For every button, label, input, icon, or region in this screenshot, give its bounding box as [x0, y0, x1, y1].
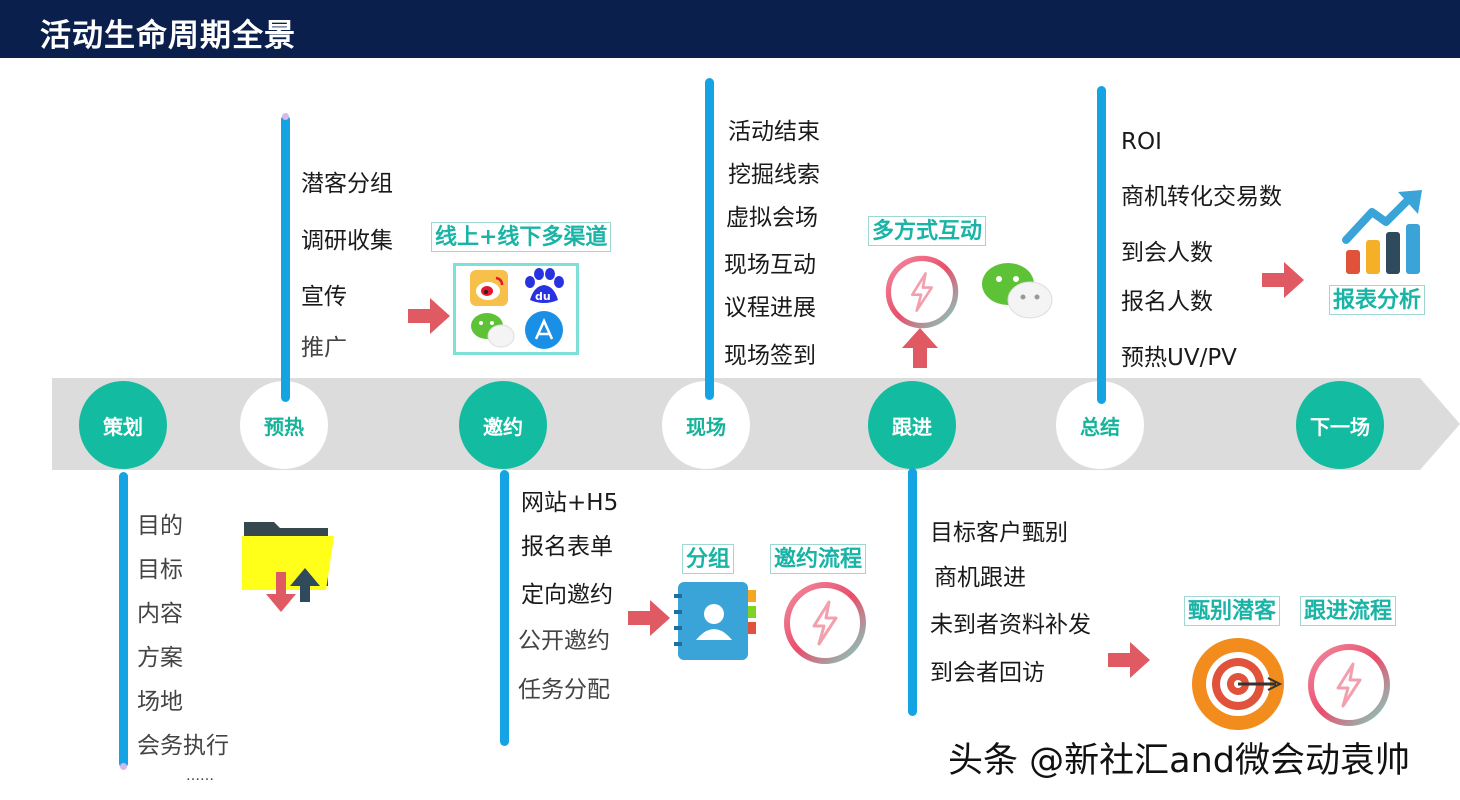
onsite-item: 虚拟会场 — [726, 205, 818, 231]
interaction-tag: 多方式互动 — [868, 216, 987, 246]
followup-item: 未到者资料补发 — [930, 612, 1091, 638]
invite-item: 报名表单 — [521, 534, 613, 560]
onsite-item: 现场互动 — [724, 252, 816, 278]
stage-planning[interactable]: 策划 — [79, 381, 167, 469]
summary-item: 到会人数 — [1121, 240, 1213, 266]
report-tag: 报表分析 — [1329, 285, 1426, 315]
followup-item: 商机跟进 — [934, 565, 1026, 591]
page-title: 活动生命周期全景 — [40, 18, 296, 54]
planning-item: …… — [186, 768, 214, 784]
arrow-right-icon — [1108, 642, 1150, 678]
group-tag: 分组 — [682, 544, 735, 574]
onsite-item: 议程进展 — [724, 295, 816, 321]
planning-item: 内容 — [137, 601, 183, 627]
warmup-item: 潜客分组 — [301, 171, 393, 197]
planning-item: 目的 — [137, 513, 183, 539]
arrow-right-icon — [408, 298, 450, 334]
watermark: 头条 @新社汇and微会动袁帅 — [948, 741, 1410, 781]
arrow-right-icon — [628, 600, 670, 636]
followup-item: 到会者回访 — [930, 660, 1045, 686]
warmup-item: 调研收集 — [301, 228, 393, 254]
invite-item: 公开邀约 — [518, 628, 610, 654]
summary-item: ROI — [1121, 129, 1162, 155]
warmup-item: 宣传 — [301, 284, 347, 310]
summary-bar — [1097, 86, 1106, 404]
planning-item: 场地 — [137, 689, 183, 715]
invite-flow-tag: 邀约流程 — [770, 544, 867, 574]
svg-text:du: du — [535, 290, 551, 303]
multichannel-tag: 线上+线下多渠道 — [431, 222, 612, 252]
lightning-icon — [1308, 644, 1390, 726]
stage-followup[interactable]: 跟进 — [868, 381, 956, 469]
app-store-icon — [525, 311, 563, 349]
followup-flow-tag: 跟进流程 — [1300, 596, 1397, 626]
followup-item: 目标客户甄别 — [930, 520, 1068, 546]
baidu-icon: du — [525, 268, 564, 303]
summary-item: 商机转化交易数 — [1121, 184, 1282, 210]
onsite-bar — [705, 78, 714, 400]
wechat-icon — [471, 313, 515, 348]
followup-bar — [908, 468, 917, 716]
stage-warmup[interactable]: 预热 — [240, 381, 328, 469]
planning-item: 会务执行 — [137, 733, 229, 759]
target-icon — [1192, 638, 1284, 730]
screen-prospects-tag: 甄别潜客 — [1184, 596, 1281, 626]
invite-bar — [500, 470, 509, 746]
bar-chart-icon — [1342, 190, 1422, 274]
onsite-item: 挖掘线索 — [728, 162, 820, 188]
arrow-right-icon — [1262, 262, 1304, 298]
onsite-item: 现场签到 — [724, 343, 816, 369]
weibo-icon — [470, 270, 508, 306]
onsite-item: 活动结束 — [728, 119, 820, 145]
folder-icon — [242, 522, 334, 612]
arrow-up-icon — [902, 328, 938, 368]
planning-item: 目标 — [137, 557, 183, 583]
lightning-icon — [885, 255, 959, 329]
planning-bar — [119, 472, 128, 770]
invite-item: 任务分配 — [518, 677, 610, 703]
channel-icons-box: du — [453, 263, 579, 355]
invite-item: 网站+H5 — [521, 490, 619, 516]
lightning-icon — [784, 582, 866, 664]
summary-item: 报名人数 — [1121, 289, 1213, 315]
stage-next[interactable]: 下一场 — [1296, 381, 1384, 469]
invite-item: 定向邀约 — [521, 582, 613, 608]
warmup-item: 推广 — [301, 335, 347, 361]
warmup-bar — [281, 113, 290, 402]
header-bar: 活动生命周期全景 — [0, 0, 1460, 58]
wechat-icon — [982, 263, 1053, 319]
contacts-book-icon — [674, 582, 756, 660]
summary-item: 预热UV/PV — [1121, 345, 1237, 371]
stage-invite[interactable]: 邀约 — [459, 381, 547, 469]
planning-item: 方案 — [137, 645, 183, 671]
